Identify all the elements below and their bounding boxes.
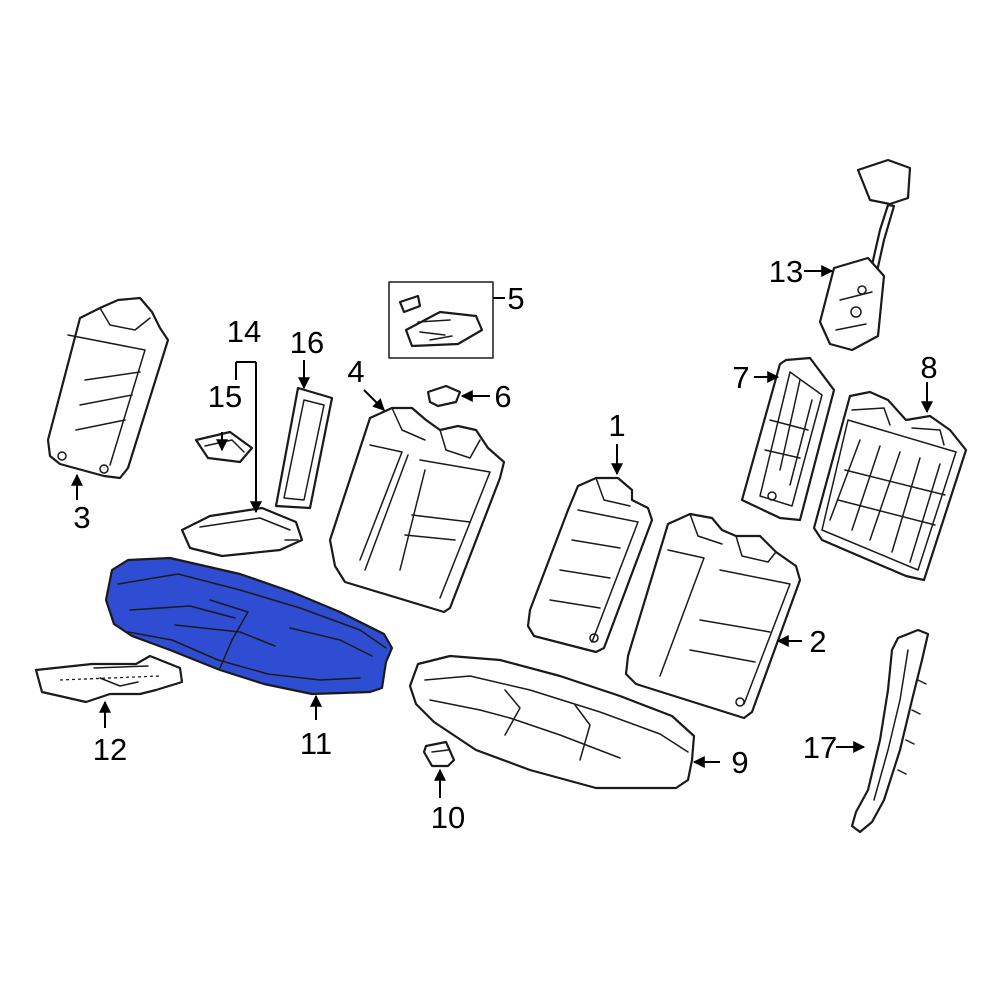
callout-11: 11 — [300, 726, 332, 761]
callout-1: 1 — [608, 408, 625, 443]
callout-5: 5 — [507, 281, 524, 316]
part-14-armrest-icon[interactable] — [180, 506, 304, 558]
callout-15: 15 — [208, 379, 242, 414]
callout-13: 13 — [769, 254, 803, 289]
part-12-pad-icon[interactable] — [34, 654, 184, 704]
part-13-seat-belt-buckle-icon[interactable] — [818, 158, 912, 352]
callout-2: 2 — [809, 624, 826, 659]
part-9-seat-cushion-icon[interactable] — [408, 654, 696, 790]
part-16-pad-icon[interactable] — [274, 386, 334, 510]
leader-lines — [71, 265, 933, 798]
callout-7: 7 — [732, 360, 749, 395]
callout-6: 6 — [494, 379, 511, 414]
callout-16: 16 — [290, 325, 324, 360]
part-8-seat-frame-icon[interactable] — [812, 390, 968, 582]
part-11-seat-cushion-icon[interactable] — [104, 556, 394, 696]
callout-labels: 1 2 3 4 5 6 7 8 9 10 11 12 13 14 15 16 1… — [73, 254, 937, 835]
callout-14: 14 — [227, 314, 261, 349]
callout-17: 17 — [803, 730, 837, 765]
part-3-seat-back-cover-icon[interactable] — [46, 296, 170, 480]
part-4-seat-back-icon[interactable] — [328, 406, 506, 614]
callout-12: 12 — [93, 732, 127, 767]
part-6-clip-icon[interactable] — [426, 384, 462, 408]
part-5-bracket-icon[interactable] — [388, 281, 494, 359]
part-7-seat-frame-icon[interactable] — [740, 356, 836, 522]
part-2-seat-back-icon[interactable] — [624, 512, 802, 720]
part-10-clip-icon[interactable] — [422, 740, 456, 768]
part-1-seat-back-icon[interactable] — [526, 476, 654, 654]
part-17-side-bolster-icon[interactable] — [850, 628, 930, 834]
part-15-cup-holder-icon[interactable] — [194, 430, 254, 464]
callout-9: 9 — [731, 745, 748, 780]
callout-3: 3 — [73, 500, 90, 535]
callout-8: 8 — [920, 350, 937, 385]
callout-4: 4 — [347, 354, 364, 389]
callout-10: 10 — [431, 800, 465, 835]
